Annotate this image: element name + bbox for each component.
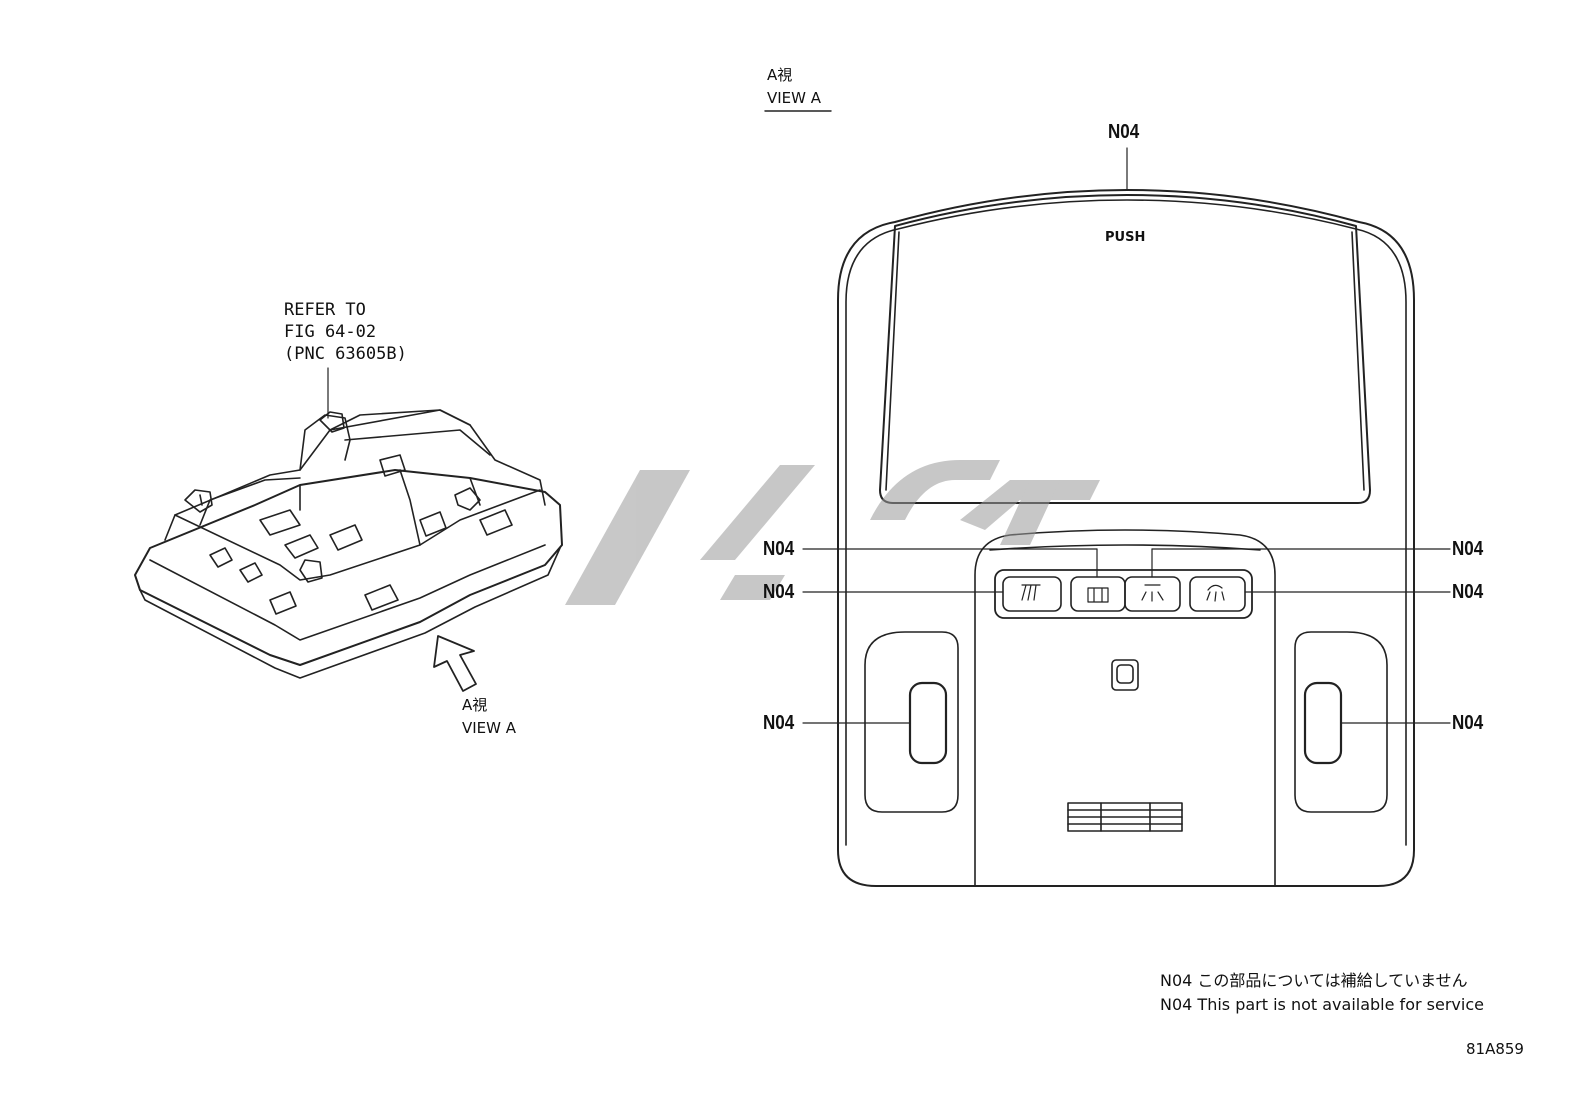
callout-left-lower: N04	[763, 581, 795, 603]
callout-right-lower: N04	[1452, 581, 1484, 603]
view-a-arrow-en: VIEW A	[462, 719, 517, 737]
callout-left-upper: N04	[763, 538, 795, 560]
refer-to-line-3: (PNC 63605B)	[284, 344, 407, 364]
note-jp: N04 この部品については補給していません	[1160, 971, 1468, 990]
view-a-header-jp: A視	[767, 66, 793, 84]
note-en: N04 This part is not available for servi…	[1160, 995, 1484, 1014]
callout-right-upper: N04	[1452, 538, 1484, 560]
callout-leaders	[802, 147, 1451, 724]
watermark-logo	[565, 460, 1100, 605]
front-view-console	[837, 189, 1415, 887]
isometric-console	[134, 367, 563, 692]
view-a-arrow-jp: A視	[462, 696, 488, 714]
callout-top: N04	[1108, 121, 1140, 143]
view-a-header-en: VIEW A	[767, 89, 822, 107]
refer-to-line-2: FIG 64-02	[284, 322, 377, 342]
callout-right-side: N04	[1452, 712, 1484, 734]
figure-code: 81A859	[1466, 1040, 1524, 1058]
callout-left-side: N04	[763, 712, 795, 734]
push-label: PUSH	[1105, 230, 1146, 245]
refer-to-line-1: REFER TO	[284, 300, 366, 320]
